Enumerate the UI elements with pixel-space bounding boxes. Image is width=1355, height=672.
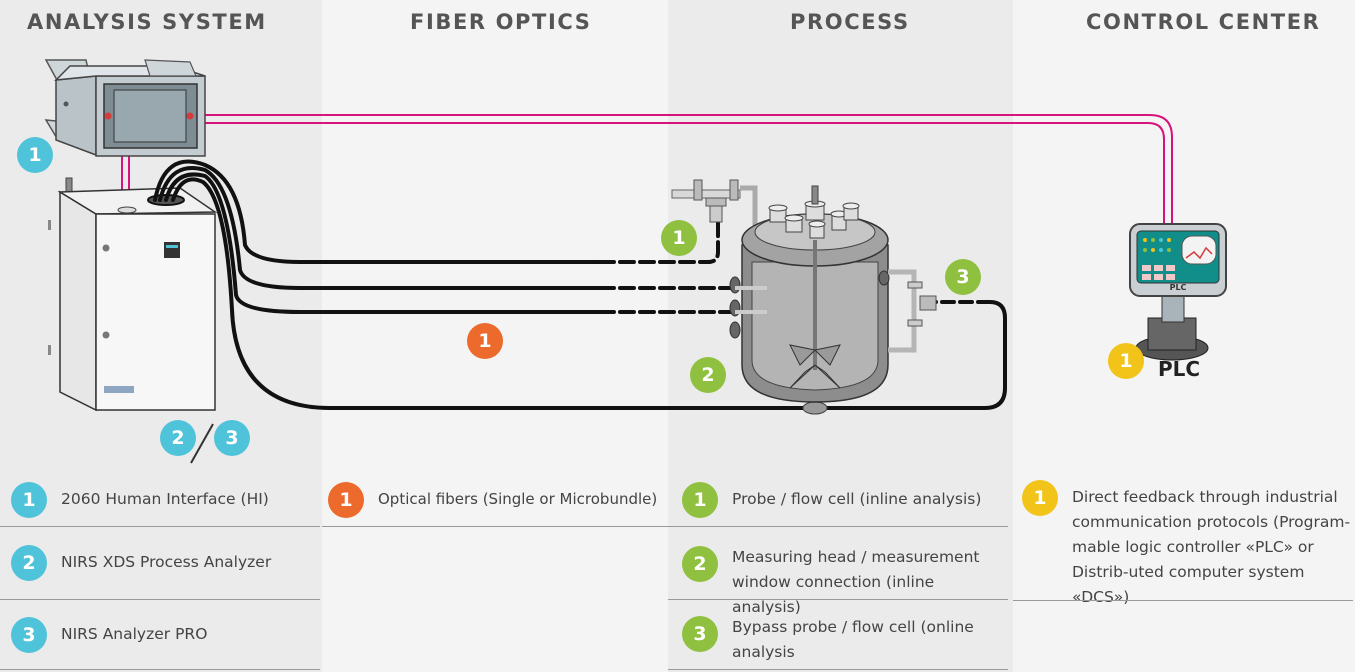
divider xyxy=(668,669,1008,670)
legend-badge: 2 xyxy=(11,545,47,581)
heading-fiber-optics: FIBER OPTICS xyxy=(410,10,592,34)
legend-text: Direct feedback through industrial commu… xyxy=(1072,488,1351,606)
plc-label: PLC xyxy=(1158,357,1201,381)
process-analyzer-cabinet xyxy=(48,177,218,412)
badge-optical-fibers: 1 xyxy=(467,323,503,359)
divider xyxy=(668,599,1008,600)
legend-item-optical-fibers: 1 Optical fibers (Single or Microbundle) xyxy=(328,482,664,518)
legend-text: 2060 Human Interface (HI) xyxy=(61,490,269,508)
badge-analyzer-pro: 3 xyxy=(214,420,250,456)
legend-badge: 1 xyxy=(1022,480,1058,516)
human-interface-device xyxy=(44,59,206,157)
divider xyxy=(0,526,320,527)
badge-probe: 1 xyxy=(661,220,697,256)
badge-bypass-probe: 3 xyxy=(945,259,981,295)
legend-badge: 3 xyxy=(11,617,47,653)
divider xyxy=(1013,600,1353,601)
legend-badge: 1 xyxy=(682,482,718,518)
divider xyxy=(668,526,1008,527)
separator-slash xyxy=(190,423,214,464)
optical-fiber-cables xyxy=(147,159,1007,410)
legend-item-bypass-probe: 3 Bypass probe / flow cell (online analy… xyxy=(682,610,1007,665)
reactor-vessel xyxy=(671,179,937,415)
legend-badge: 1 xyxy=(328,482,364,518)
legend-badge: 1 xyxy=(11,482,47,518)
legend-text: NIRS XDS Process Analyzer xyxy=(61,553,272,571)
heading-process: PROCESS xyxy=(790,10,910,34)
divider xyxy=(0,599,320,600)
legend-text: NIRS Analyzer PRO xyxy=(61,625,208,643)
badge-human-interface: 1 xyxy=(17,137,53,173)
legend-badge: 2 xyxy=(682,546,718,582)
legend-item-measuring-head: 2 Measuring head / measurement window co… xyxy=(682,540,1007,620)
legend-text: Probe / flow cell (inline analysis) xyxy=(732,490,982,508)
legend-item-xds-analyzer: 2 NIRS XDS Process Analyzer xyxy=(11,545,311,581)
legend-text: Optical fibers (Single or Microbundle) xyxy=(378,490,658,508)
heading-analysis-system: ANALYSIS SYSTEM xyxy=(27,10,267,34)
legend-item-probe: 1 Probe / flow cell (inline analysis) xyxy=(682,482,1007,518)
badge-plc: 1 xyxy=(1108,343,1144,379)
legend-item-human-interface: 1 2060 Human Interface (HI) xyxy=(11,482,311,518)
badge-measuring-head: 2 xyxy=(690,357,726,393)
divider xyxy=(0,669,320,670)
legend-item-plc-feedback: 1 Direct feedback through industrial com… xyxy=(1022,480,1352,610)
legend-text: Measuring head / measurement window conn… xyxy=(732,548,980,616)
signal-line xyxy=(121,114,1173,225)
legend-text: Bypass probe / flow cell (online analysi… xyxy=(732,618,974,661)
legend-item-analyzer-pro: 3 NIRS Analyzer PRO xyxy=(11,617,311,653)
heading-control-center: CONTROL CENTER xyxy=(1086,10,1321,34)
plc-terminal: PLC xyxy=(1129,223,1227,361)
divider xyxy=(322,526,668,527)
plc-screen-label: PLC xyxy=(1170,283,1187,292)
badge-analyzer-xds: 2 xyxy=(160,420,196,456)
legend-badge: 3 xyxy=(682,616,718,652)
